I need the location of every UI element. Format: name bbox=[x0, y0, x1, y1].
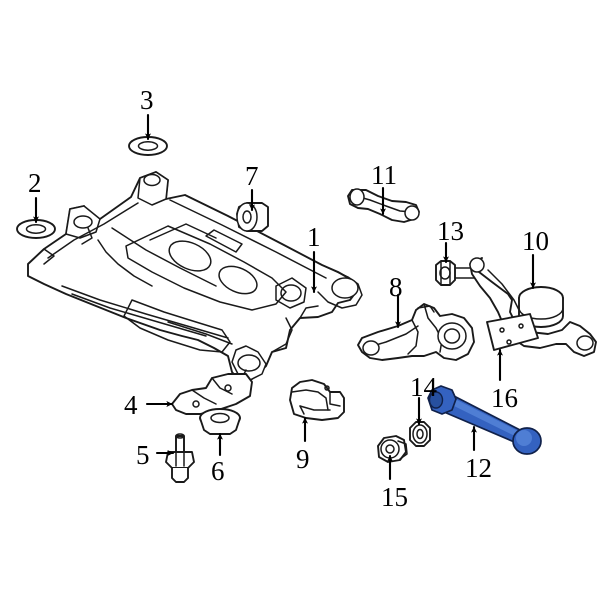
part-5-bolt-stud bbox=[165, 433, 195, 483]
callout-number-8: 8 bbox=[389, 272, 403, 302]
callout-number-15: 15 bbox=[381, 482, 408, 512]
callout-number-1: 1 bbox=[307, 222, 321, 252]
part-6-grommet-cap bbox=[199, 408, 241, 435]
callout-number-9: 9 bbox=[296, 444, 310, 474]
callout-number-7: 7 bbox=[245, 161, 259, 191]
part-13-bolt bbox=[435, 260, 479, 286]
callout-number-12: 12 bbox=[465, 453, 492, 483]
callout-number-2: 2 bbox=[28, 168, 42, 198]
callout-number-3: 3 bbox=[140, 85, 154, 115]
part-4-bracket-plate bbox=[171, 373, 253, 415]
part-15-flange-nut bbox=[377, 435, 408, 463]
callout-number-13: 13 bbox=[437, 216, 464, 246]
callout-number-11: 11 bbox=[371, 160, 397, 190]
part-7-bushing bbox=[236, 202, 269, 232]
callout-number-4: 4 bbox=[124, 390, 138, 420]
part-16-shim-plate bbox=[486, 313, 539, 351]
callout-number-6: 6 bbox=[211, 456, 225, 486]
part-1-crossmember bbox=[27, 171, 363, 383]
callout-number-16: 16 bbox=[491, 383, 518, 413]
callout-number-14: 14 bbox=[410, 372, 437, 402]
part-8-knuckle-carrier bbox=[357, 303, 475, 361]
part-9-support-bracket bbox=[289, 379, 345, 421]
part-14-lock-nut bbox=[409, 421, 431, 447]
callout-arrows bbox=[33, 113, 536, 481]
callout-number-10: 10 bbox=[522, 226, 549, 256]
callout-number-5: 5 bbox=[136, 440, 150, 470]
part-12-lateral-link-highlighted bbox=[427, 385, 542, 455]
part-10-lower-control-arm bbox=[469, 257, 597, 357]
